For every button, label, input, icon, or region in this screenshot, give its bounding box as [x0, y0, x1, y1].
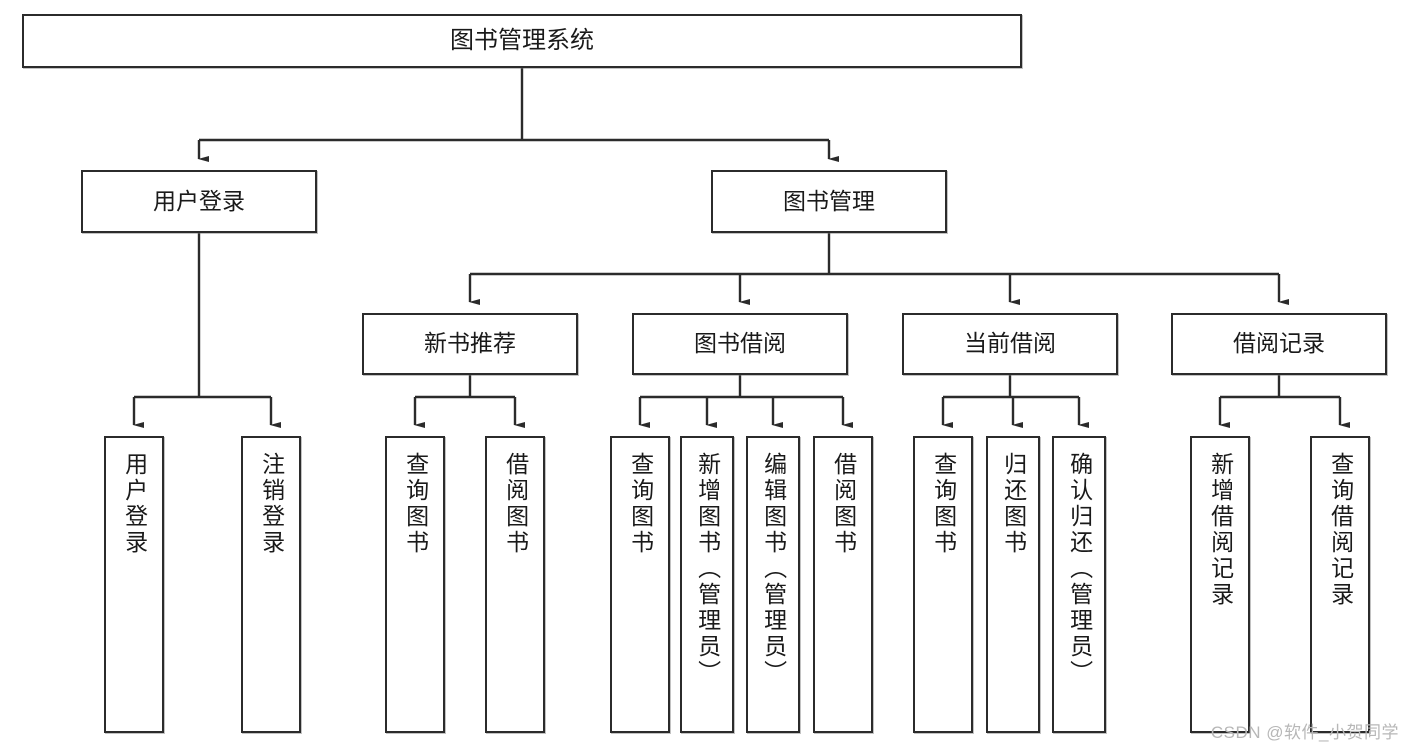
node-leaf-query-book-3[interactable]: 查询图书 — [913, 436, 973, 733]
node-leaf-query-record[interactable]: 查询借阅记录 — [1310, 436, 1370, 733]
node-leaf-query-book-1-label: 查询图书 — [402, 452, 429, 556]
node-leaf-query-book-3-label: 查询图书 — [930, 452, 957, 556]
node-current-borrow-label: 当前借阅 — [964, 330, 1056, 357]
node-leaf-query-book-1[interactable]: 查询图书 — [385, 436, 445, 733]
node-leaf-borrow-book-2-label: 借阅图书 — [830, 452, 857, 556]
node-leaf-add-record-label: 新增借阅记录 — [1207, 452, 1234, 608]
node-leaf-query-record-label: 查询借阅记录 — [1327, 452, 1354, 608]
node-leaf-confirm-return-label: 确认归还（管理员） — [1066, 452, 1093, 686]
node-leaf-user-login-label: 用户登录 — [121, 452, 148, 556]
node-new-book-recommend[interactable]: 新书推荐 — [362, 313, 578, 375]
node-leaf-add-book-label: 新增图书（管理员） — [694, 452, 721, 686]
node-leaf-query-book-2-label: 查询图书 — [627, 452, 654, 556]
node-leaf-query-book-2[interactable]: 查询图书 — [610, 436, 670, 733]
node-leaf-add-record[interactable]: 新增借阅记录 — [1190, 436, 1250, 733]
node-leaf-borrow-book-1-label: 借阅图书 — [502, 452, 529, 556]
node-leaf-borrow-book-2[interactable]: 借阅图书 — [813, 436, 873, 733]
node-book-manage[interactable]: 图书管理 — [711, 170, 947, 233]
node-leaf-edit-book[interactable]: 编辑图书（管理员） — [746, 436, 800, 733]
node-leaf-logout[interactable]: 注销登录 — [241, 436, 301, 733]
watermark: CSDN @软件_小贺同学 — [1210, 723, 1399, 742]
node-leaf-return-book[interactable]: 归还图书 — [986, 436, 1040, 733]
node-leaf-edit-book-label: 编辑图书（管理员） — [760, 452, 787, 686]
node-leaf-confirm-return[interactable]: 确认归还（管理员） — [1052, 436, 1106, 733]
node-leaf-logout-label: 注销登录 — [258, 452, 285, 556]
node-user-login[interactable]: 用户登录 — [81, 170, 317, 233]
node-leaf-borrow-book-1[interactable]: 借阅图书 — [485, 436, 545, 733]
node-book-manage-label: 图书管理 — [783, 187, 875, 214]
node-user-login-label: 用户登录 — [153, 187, 245, 214]
node-book-borrow-label: 图书借阅 — [694, 330, 786, 357]
node-root[interactable]: 图书管理系统 — [22, 14, 1022, 68]
node-leaf-add-book[interactable]: 新增图书（管理员） — [680, 436, 734, 733]
node-leaf-user-login[interactable]: 用户登录 — [104, 436, 164, 733]
node-new-book-recommend-label: 新书推荐 — [424, 330, 516, 357]
node-current-borrow[interactable]: 当前借阅 — [902, 313, 1118, 375]
node-leaf-return-book-label: 归还图书 — [1000, 452, 1027, 556]
node-root-label: 图书管理系统 — [450, 26, 594, 54]
node-borrow-record[interactable]: 借阅记录 — [1171, 313, 1387, 375]
node-book-borrow[interactable]: 图书借阅 — [632, 313, 848, 375]
node-borrow-record-label: 借阅记录 — [1233, 330, 1325, 357]
